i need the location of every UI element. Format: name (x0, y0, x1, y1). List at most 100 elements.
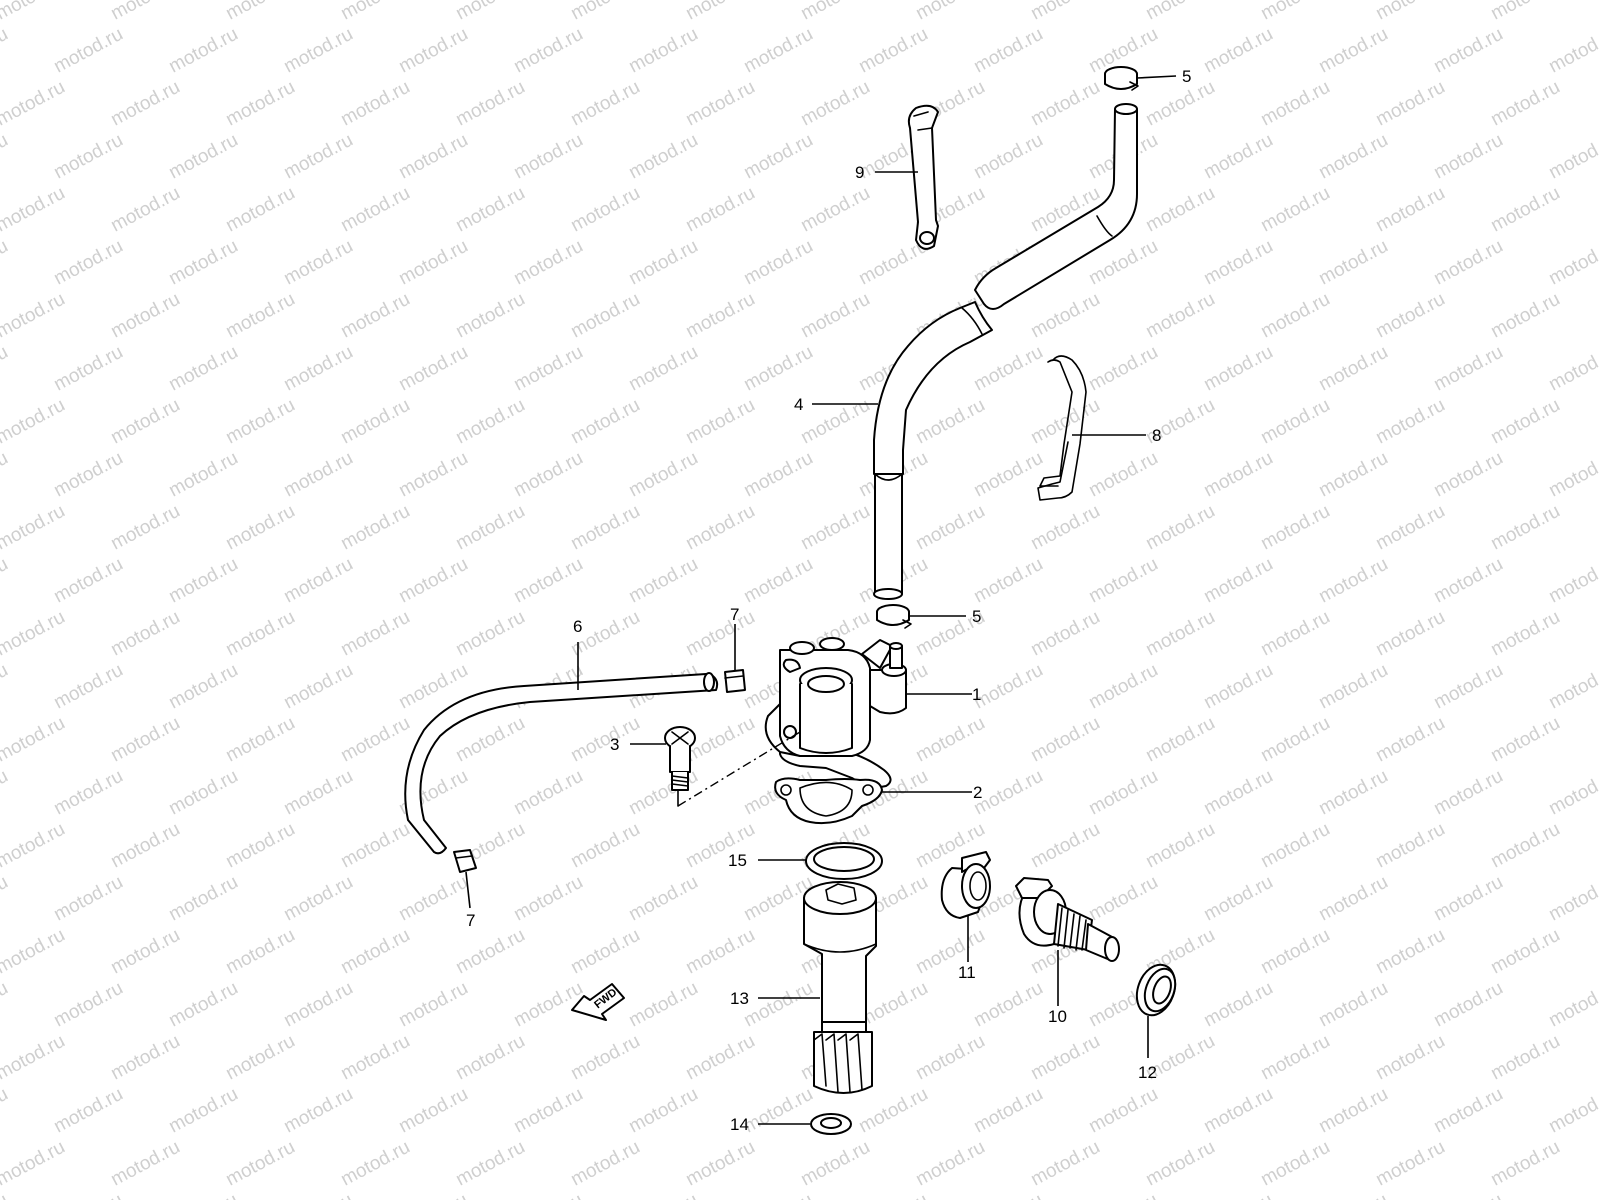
watermark-text: motod.ru (222, 395, 298, 449)
watermark-text: motod.ru (1142, 1137, 1218, 1191)
watermark-text: motod.ru (1487, 1137, 1563, 1191)
part-8-wire-clip (1037, 355, 1087, 501)
watermark-text: motod.ru (0, 872, 12, 926)
watermark-text: motod.ru (625, 24, 701, 78)
watermark-text: motod.ru (1372, 77, 1448, 131)
watermark-text: motod.ru (1027, 501, 1103, 555)
watermark-text: motod.ru (280, 872, 356, 926)
watermark-text: motod.ru (970, 24, 1046, 78)
watermark-text: motod.ru (337, 289, 413, 343)
watermark-text: motod.ru (1430, 1084, 1506, 1138)
watermark-text: motod.ru (1487, 0, 1563, 24)
watermark-text: motod.ru (280, 1084, 356, 1138)
watermark-text: motod.ru (1372, 0, 1448, 24)
part-13-drive-shaft (803, 881, 877, 1094)
callout-6: 6 (573, 617, 582, 636)
watermark-text: motod.ru (50, 1084, 126, 1138)
watermark-text: motod.ru (912, 501, 988, 555)
watermark-text: motod.ru (452, 713, 528, 767)
watermark-text: motod.ru (1315, 978, 1391, 1032)
watermark-text: motod.ru (395, 24, 471, 78)
watermark-text: motod.ru (1487, 183, 1563, 237)
callout-12: 12 (1138, 1063, 1157, 1082)
watermark-text: motod.ru (1142, 607, 1218, 661)
watermark-text: motod.ru (1372, 925, 1448, 979)
watermark-text: motod.ru (1315, 448, 1391, 502)
watermark-text: motod.ru (625, 1190, 701, 1200)
watermark-text: motod.ru (625, 766, 701, 820)
watermark-text: motod.ru (625, 1084, 701, 1138)
watermark-text: motod.ru (1315, 236, 1391, 290)
watermark-text: motod.ru (1085, 766, 1161, 820)
watermark-text: motod.ru (50, 24, 126, 78)
part-9-bracket-strap (907, 104, 939, 250)
watermark-text: motod.ru (625, 978, 701, 1032)
callout-2: 2 (973, 783, 982, 802)
watermark-text: motod.ru (682, 183, 758, 237)
watermark-text: motod.ru (0, 978, 12, 1032)
watermark-text: motod.ru (1487, 1031, 1563, 1085)
watermark-text: motod.ru (165, 766, 241, 820)
watermark-text: motod.ru (107, 1031, 183, 1085)
callout-1: 1 (972, 685, 981, 704)
watermark-text: motod.ru (107, 501, 183, 555)
watermark-text: motod.ru (1257, 607, 1333, 661)
watermark-text: motod.ru (50, 872, 126, 926)
watermark-text: motod.ru (740, 448, 816, 502)
watermark-text: motod.ru (337, 1031, 413, 1085)
watermark-text: motod.ru (1027, 395, 1103, 449)
watermark-text: motod.ru (912, 1031, 988, 1085)
watermark-text: motod.ru (1545, 872, 1600, 926)
watermark-text: motod.ru (107, 607, 183, 661)
watermark-text: motod.ru (395, 130, 471, 184)
watermark-text: motod.ru (1487, 819, 1563, 873)
watermark-text: motod.ru (1142, 289, 1218, 343)
watermark-text: motod.ru (1545, 236, 1600, 290)
watermark-text: motod.ru (1545, 766, 1600, 820)
watermark-text: motod.ru (0, 183, 69, 237)
watermark-text: motod.ru (567, 0, 643, 24)
watermark-text: motod.ru (1545, 448, 1600, 502)
watermark-text: motod.ru (0, 1031, 69, 1085)
watermark-text: motod.ru (1487, 289, 1563, 343)
leader-lines (465, 75, 1177, 1125)
watermark-text: motod.ru (395, 342, 471, 396)
watermark-text: motod.ru (797, 501, 873, 555)
watermark-text: motod.ru (452, 501, 528, 555)
watermark-text: motod.ru (222, 1137, 298, 1191)
watermark-text: motod.ru (337, 925, 413, 979)
watermark-text: motod.ru (452, 607, 528, 661)
watermark-text: motod.ru (1315, 660, 1391, 714)
watermark-text: motod.ru (1257, 0, 1333, 24)
watermark-text: motod.ru (1372, 819, 1448, 873)
watermark-text: motod.ru (0, 1190, 12, 1200)
watermark-text: motod.ru (567, 713, 643, 767)
watermark-text: motod.ru (1430, 554, 1506, 608)
watermark-text: motod.ru (1372, 183, 1448, 237)
watermark-text: motod.ru (395, 872, 471, 926)
watermark-text: motod.ru (1257, 77, 1333, 131)
watermark-text: motod.ru (1200, 766, 1276, 820)
watermark-text: motod.ru (567, 289, 643, 343)
watermark-text: motod.ru (1085, 660, 1161, 714)
watermark-text: motod.ru (970, 1190, 1046, 1200)
watermark-text: motod.ru (395, 1084, 471, 1138)
watermark-text: motod.ru (165, 1084, 241, 1138)
watermark-text: motod.ru (452, 1031, 528, 1085)
watermark-text: motod.ru (1487, 77, 1563, 131)
watermark-text: motod.ru (510, 1190, 586, 1200)
watermark-text: motod.ru (682, 1137, 758, 1191)
watermark-text: motod.ru (0, 766, 12, 820)
watermark-text: motod.ru (1085, 554, 1161, 608)
part-5-hose-clamp-lower (876, 604, 912, 629)
watermark-text: motod.ru (970, 978, 1046, 1032)
watermark-text: motod.ru (280, 448, 356, 502)
watermark-text: motod.ru (970, 130, 1046, 184)
watermark-text: motod.ru (567, 77, 643, 131)
watermark-text: motod.ru (1200, 660, 1276, 714)
watermark-text: motod.ru (50, 766, 126, 820)
part-11-bushing (940, 851, 991, 919)
watermark-text: motod.ru (0, 1137, 69, 1191)
watermark-text: motod.ru (337, 1137, 413, 1191)
